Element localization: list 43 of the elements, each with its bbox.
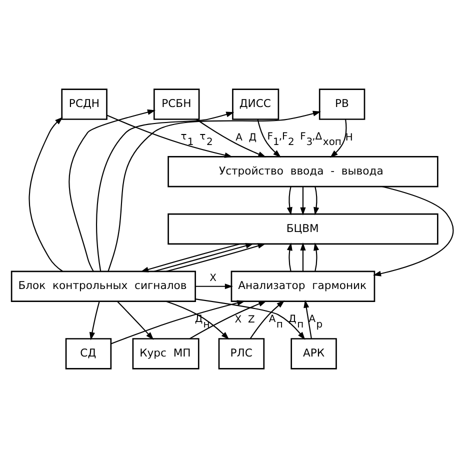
arrow [373, 186, 454, 276]
edge-label: Н [345, 132, 353, 144]
arrow [195, 298, 306, 340]
node-box: РСБН [154, 88, 200, 120]
node-box: СД [65, 338, 112, 370]
arrow [96, 112, 234, 272]
arrow [257, 119, 282, 158]
edge-label: X [210, 273, 216, 284]
arrow [196, 118, 266, 158]
node-box: БЦВМ [168, 213, 438, 245]
arrow [304, 300, 312, 339]
arrow [106, 114, 233, 158]
arrow [286, 186, 292, 216]
arrow [314, 186, 320, 216]
arrow [68, 109, 156, 272]
node-box: Курс МП [132, 338, 200, 370]
arrow [314, 242, 320, 272]
arrow [195, 284, 233, 290]
node-box: РСДН [61, 88, 108, 120]
node-box: АРК [290, 338, 337, 370]
node-box: Анализатор гармоник [230, 270, 376, 302]
arrow [300, 242, 306, 272]
arrow [110, 300, 246, 344]
arrow [154, 243, 254, 272]
arrow [140, 244, 240, 272]
node-box: РЛС [218, 338, 265, 370]
arrow [300, 186, 306, 216]
arrow [330, 119, 347, 158]
arrow [166, 243, 266, 272]
edge-label: А Д [236, 132, 257, 144]
edge-label: X Z [234, 314, 255, 326]
arrow [116, 301, 154, 340]
node-box: Устройство ввода - вывода [168, 156, 438, 188]
arrow [189, 300, 267, 340]
arrow [286, 242, 292, 272]
arrow [250, 300, 285, 340]
arrow [166, 300, 230, 340]
arrow [108, 110, 321, 272]
arrow [28, 116, 64, 272]
node-box: ДИСС [232, 88, 280, 120]
node-box: РВ [318, 88, 366, 120]
arrow [89, 301, 100, 340]
node-box: Блок контрольных сигналов [10, 270, 196, 302]
